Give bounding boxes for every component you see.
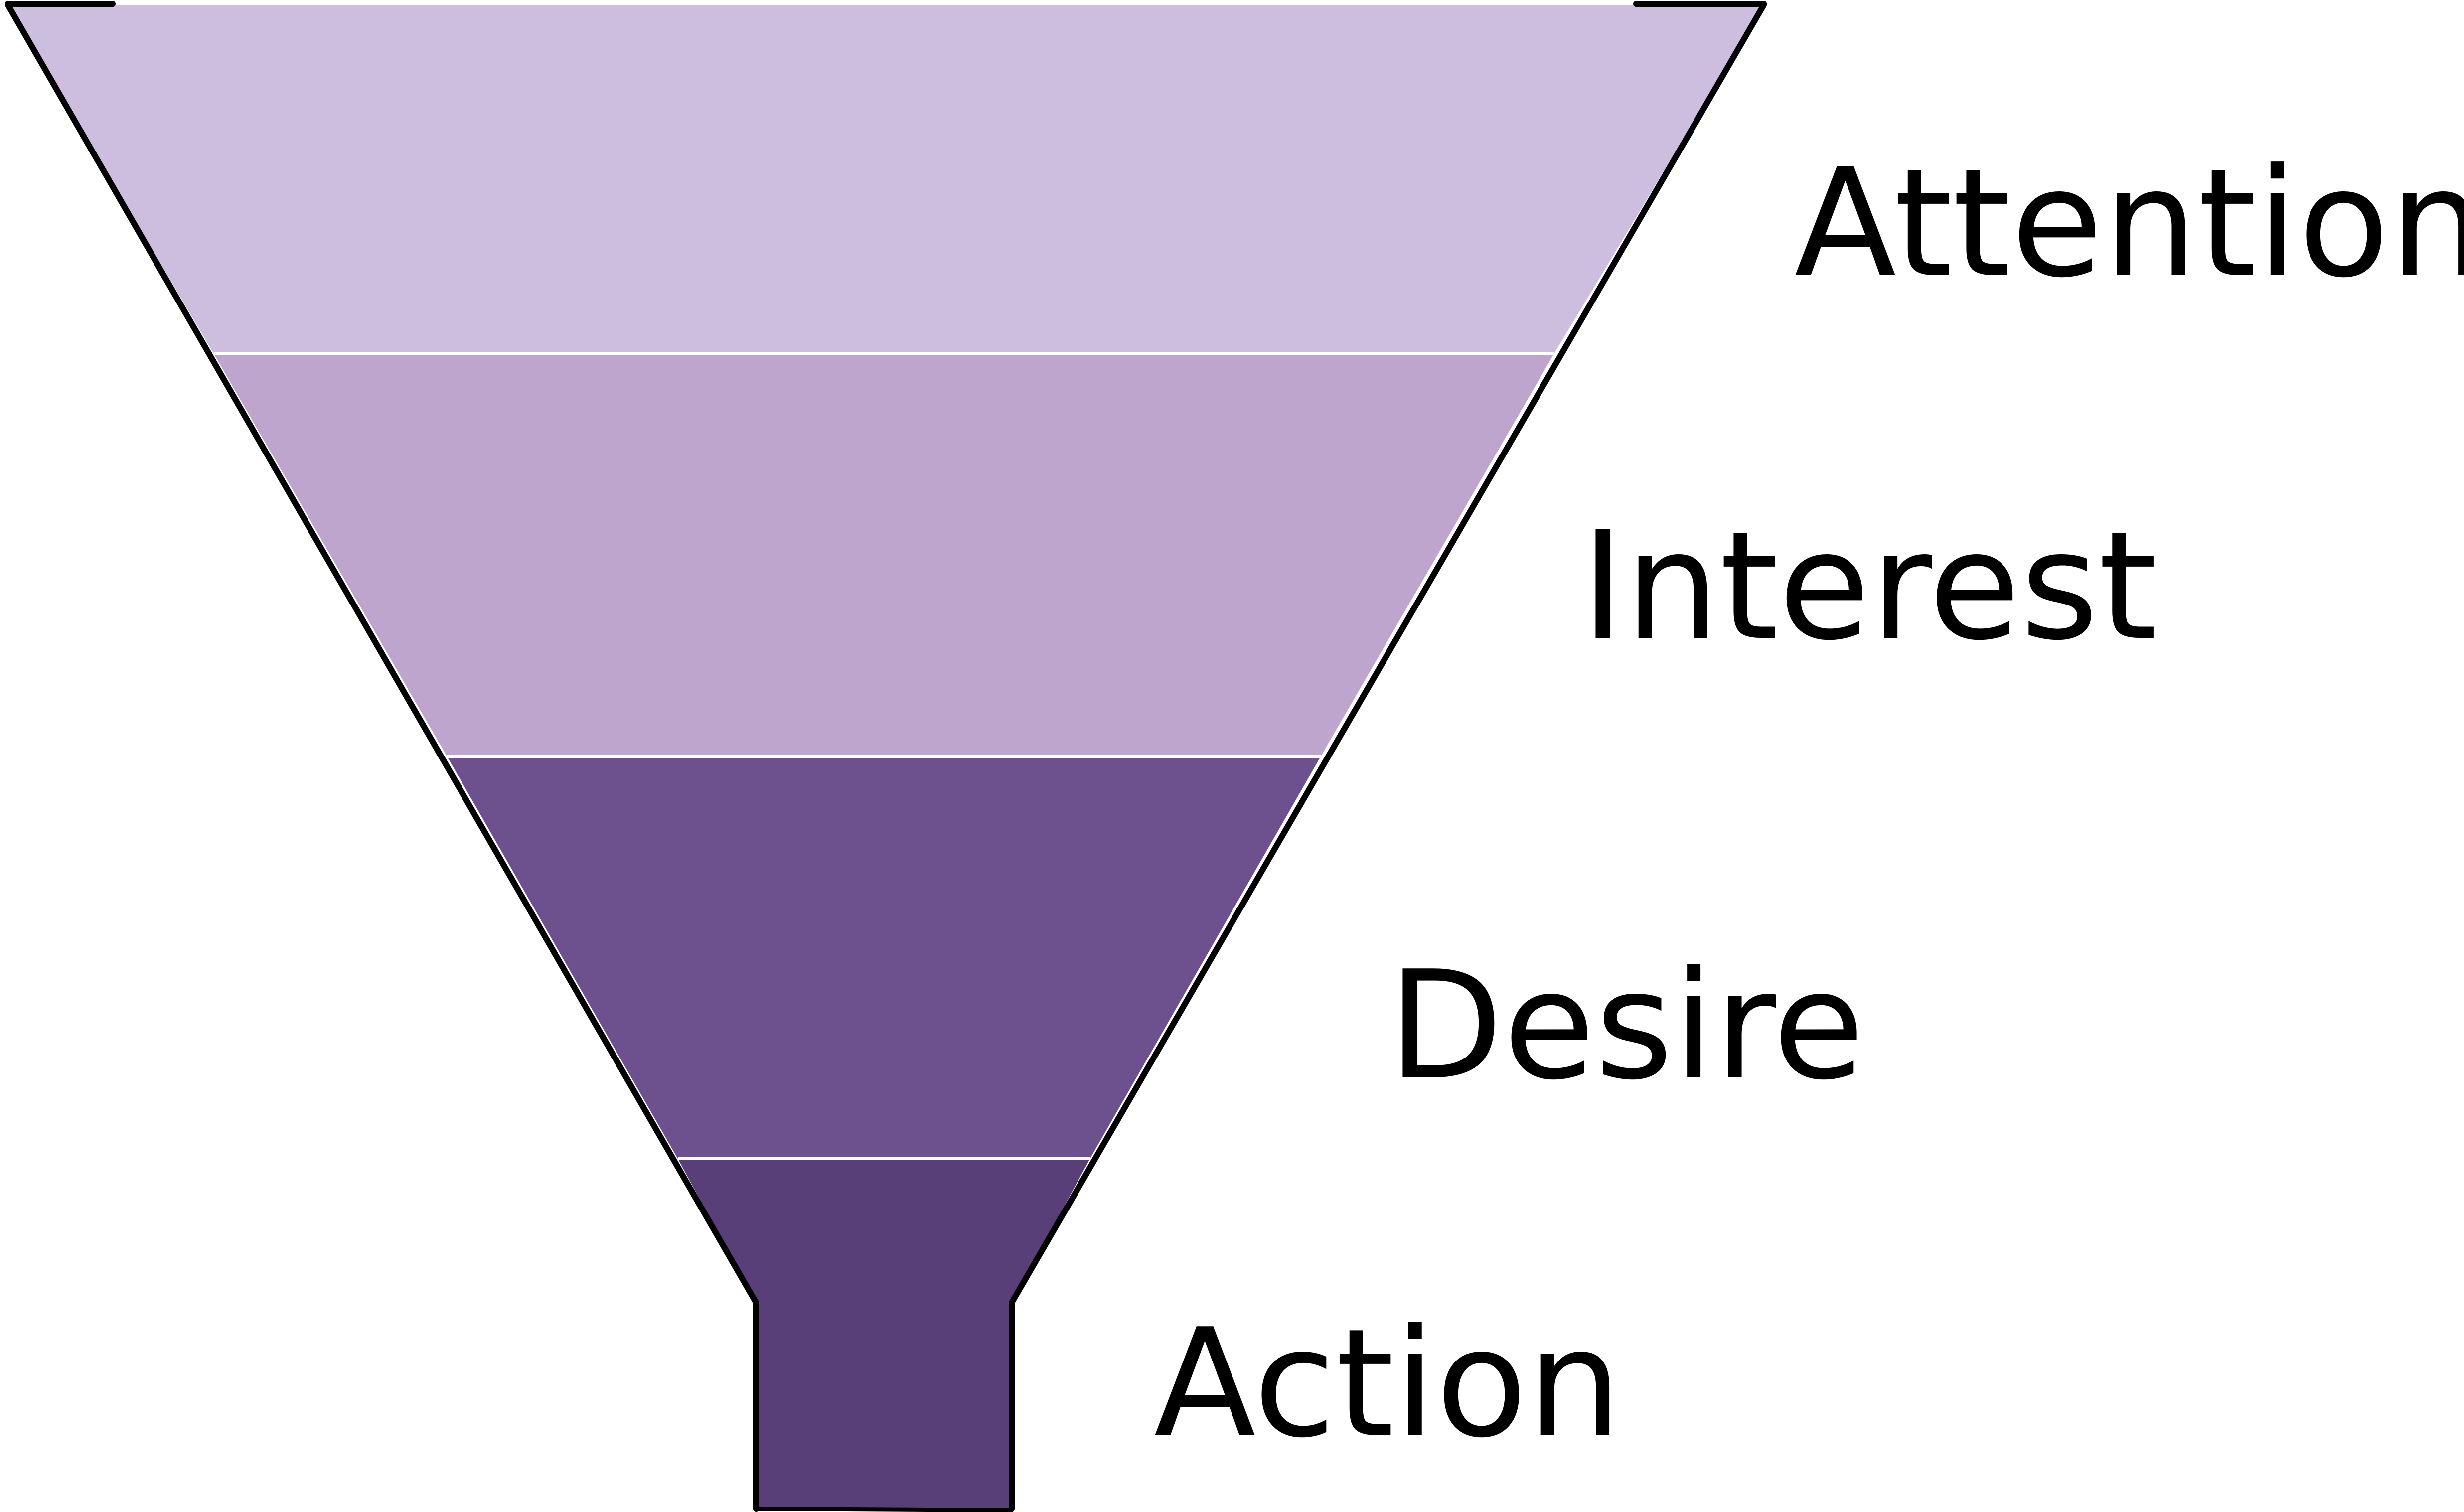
stage-label-attention: Attention [1794,137,2464,310]
funnel-stage-attention [8,5,1764,354]
funnel-stage-desire [447,756,1321,1159]
funnel-stage-action [678,1159,1090,1509]
stage-label-action: Action [1154,1297,1622,1471]
stage-label-desire: Desire [1388,939,1865,1113]
funnel-outline-right [1009,2,1767,1512]
funnel-outline-bottom [754,1507,1014,1512]
funnel-stage-interest [214,354,1554,756]
stage-label-interest: Interest [1581,499,2157,673]
funnel-outline-left [5,2,759,1512]
